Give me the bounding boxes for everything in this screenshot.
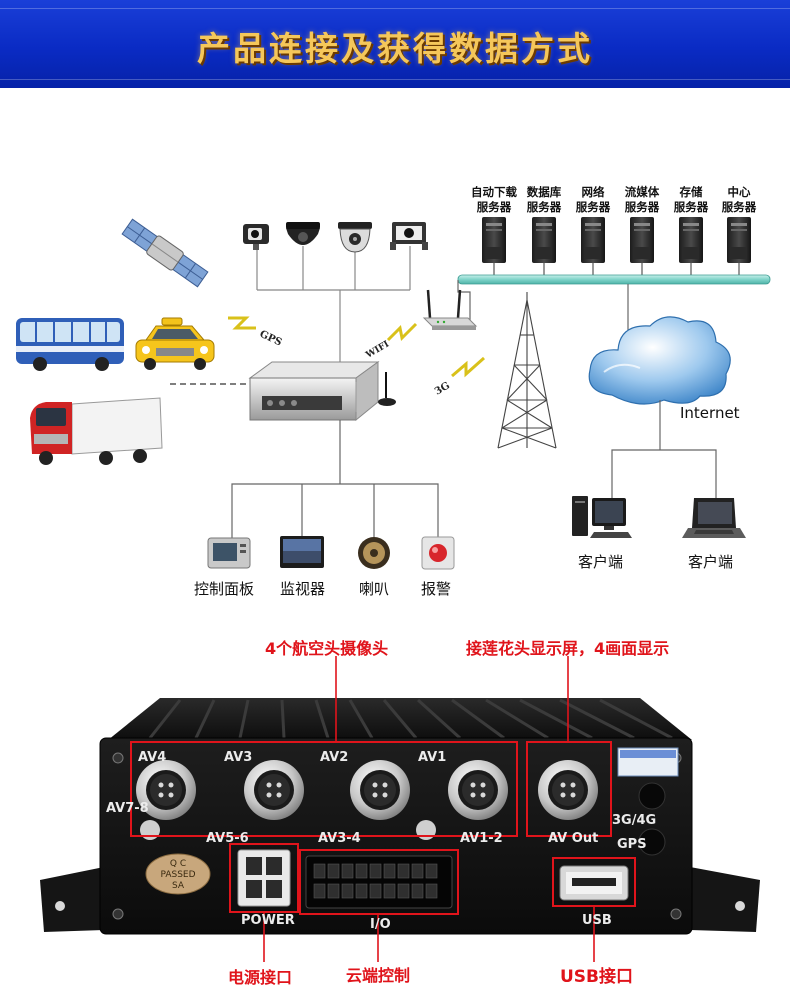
svg-text:PASSED: PASSED (160, 870, 195, 880)
peripheral-label-speaker: 喇叭 (359, 580, 390, 598)
callout-display: 接莲花头显示屏，4画面显示 (466, 639, 670, 658)
aviation-connector-icon (244, 760, 304, 820)
taxi-icon (135, 317, 215, 370)
port-label-av2: AV2 (320, 750, 348, 765)
cameras-highlight (130, 741, 518, 837)
camera-links (256, 246, 411, 362)
dome-camera-icon (338, 222, 372, 253)
laptop-client-icon (682, 498, 746, 538)
server-icon (679, 217, 703, 263)
server-icon (532, 217, 556, 263)
server-icon (630, 217, 654, 263)
client-links (611, 400, 717, 500)
camera-icon (243, 224, 269, 250)
wifi-label: WIFI (364, 339, 391, 361)
gps-signal-icon (228, 316, 256, 330)
internet-cloud-icon (588, 316, 731, 405)
port-label-usb: USB (582, 913, 612, 928)
peripheral-links (231, 420, 439, 538)
server-icon (727, 217, 751, 263)
client-label: 客户端 (688, 553, 734, 571)
display-highlight (526, 741, 612, 837)
server-label: 网络服务器 (575, 185, 611, 214)
internet-label: Internet (680, 404, 740, 422)
usb-port-icon (559, 865, 629, 901)
aviation-connector-icon (136, 760, 196, 820)
server-rack-group (482, 217, 751, 263)
port-label-av4: AV4 (138, 750, 166, 765)
router-link (457, 280, 471, 320)
device-rear-panel: Q C PASSED SA (40, 656, 760, 962)
device-panel-section: Q C PASSED SA (0, 612, 790, 1008)
port-label-av78: AV7-8 (106, 801, 149, 816)
dome-camera-icon (286, 222, 320, 245)
monitor-icon (280, 536, 324, 568)
port-label-av-out: AV Out (548, 831, 598, 846)
port-label-av56: AV5-6 (206, 831, 249, 846)
qc-seal-icon: Q C PASSED SA (145, 853, 211, 895)
av-out-connector-icon (538, 760, 598, 820)
gps-antenna-port-icon (638, 828, 666, 856)
peripheral-label-control-panel: 控制面板 (194, 580, 255, 598)
network-bus (457, 274, 771, 285)
callout-power: 电源接口 (228, 968, 293, 987)
truck-icon (30, 397, 163, 465)
banner-title: 产品连接及获得数据方式 (197, 29, 593, 68)
cell-tower-icon (497, 292, 557, 449)
io-highlight (299, 849, 459, 915)
gps-label: GPS (258, 329, 284, 349)
title-banner: 产品连接及获得数据方式 (0, 0, 790, 88)
antenna-icon (378, 372, 396, 406)
client-label: 客户端 (578, 553, 624, 571)
bus-icon (16, 318, 124, 371)
callout-usb: USB接口 (560, 967, 634, 987)
control-panel-icon (207, 537, 251, 569)
aviation-connector-icon (350, 760, 410, 820)
callout-cameras: 4个航空头摄像头 (265, 639, 389, 658)
power-connector-icon (237, 849, 291, 907)
port-label-av34: AV3-4 (318, 831, 361, 846)
server-label: 存储服务器 (673, 185, 709, 214)
port-label-av12: AV1-2 (460, 831, 503, 846)
camera-icon (390, 222, 428, 250)
callout-io: 云端控制 (346, 966, 411, 985)
port-label-power: POWER (241, 913, 295, 928)
svg-text:SA: SA (172, 881, 185, 891)
server-label: 数据库服务器 (526, 185, 562, 214)
speaker-icon (358, 537, 390, 569)
aviation-connector-icon (448, 760, 508, 820)
server-icon (581, 217, 605, 263)
server-label: 自动下载服务器 (471, 185, 517, 214)
svg-text:Q C: Q C (170, 859, 186, 869)
peripheral-label-alarm: 报警 (421, 580, 452, 598)
server-icon (482, 217, 506, 263)
desktop-client-icon (572, 496, 632, 538)
port-label-3g4g: 3G/4G (612, 813, 656, 828)
wifi-signal-icon (386, 322, 418, 342)
port-label-av3: AV3 (224, 750, 252, 765)
port-label-av1: AV1 (418, 750, 446, 765)
mobile-dvr-icon (248, 361, 380, 422)
satellite-icon (121, 218, 209, 288)
connection-diagram: GPS WIFI 3G (16, 217, 771, 570)
port-label-io: I/O (370, 917, 391, 932)
peripheral-label-monitor: 监视器 (280, 580, 326, 598)
banner-frame (0, 8, 790, 80)
server-label: 流媒体服务器 (624, 185, 660, 214)
cell-label: 3G (433, 380, 452, 397)
io-connector-icon (305, 855, 453, 909)
server-label: 中心服务器 (721, 185, 757, 214)
port-label-gps: GPS (617, 837, 647, 852)
cellular-antenna-port-icon (638, 782, 666, 810)
cell-signal-icon (451, 356, 485, 378)
wifi-router-icon (422, 289, 478, 330)
alarm-button-icon (421, 536, 455, 570)
